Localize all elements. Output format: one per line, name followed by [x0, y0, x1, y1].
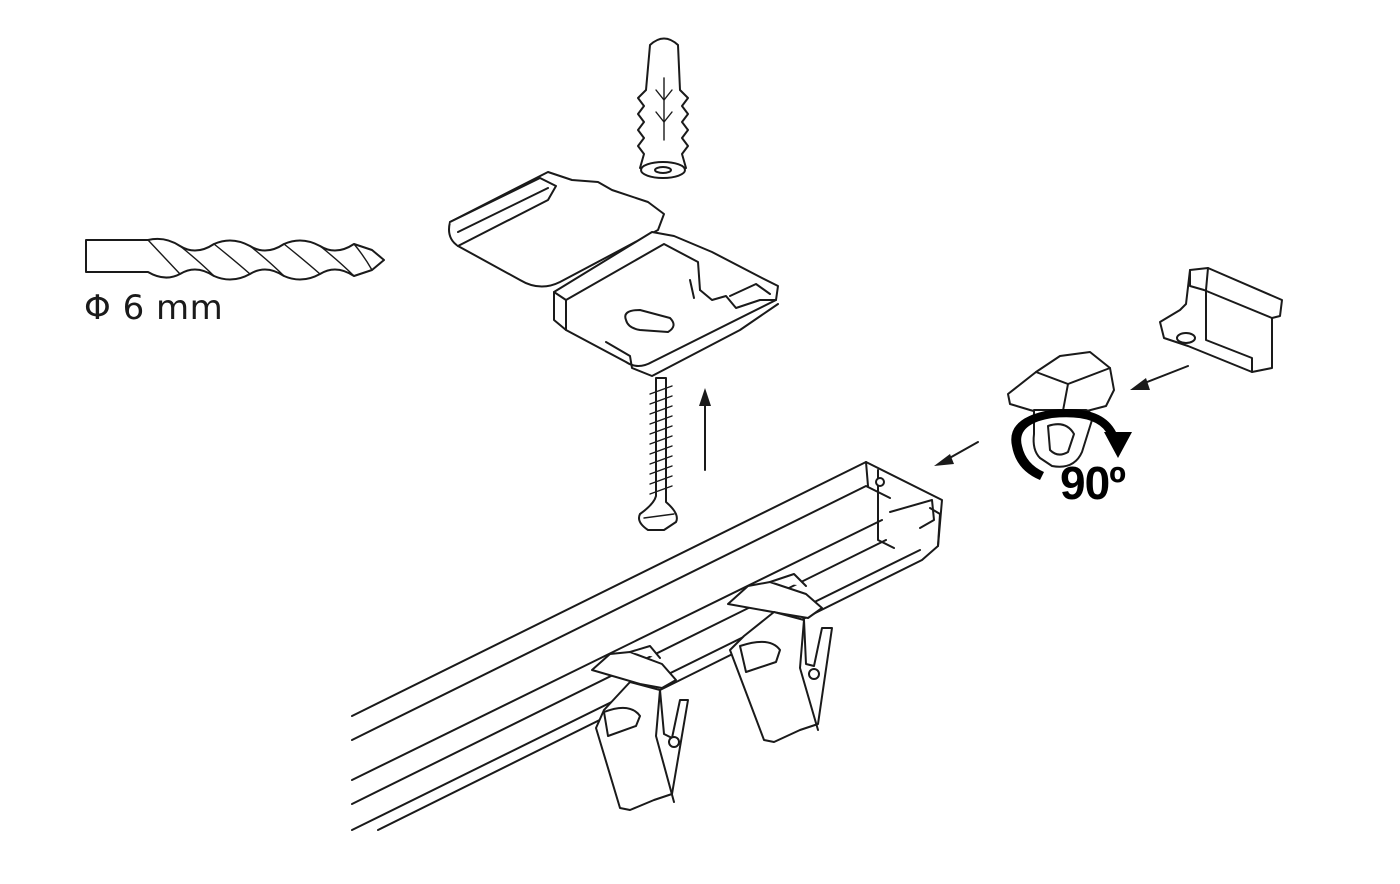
- direction-arrow-icon: [1130, 365, 1189, 390]
- direction-arrow-icon: [934, 441, 979, 466]
- curtain-clip-icon: [591, 645, 689, 811]
- rotation-arrow-icon: [1011, 408, 1132, 480]
- end-cap-icon: [1159, 267, 1283, 373]
- rotation-angle-label: 90º: [1060, 457, 1126, 509]
- wall-plug-icon: [637, 37, 689, 179]
- mounting-bracket-icon: [448, 171, 779, 377]
- drill-bit-icon: [85, 237, 385, 281]
- drill-diameter-label: Φ 6 mm: [84, 288, 224, 328]
- insert-arrow-icon: [699, 388, 711, 471]
- screw-icon: [638, 377, 678, 531]
- curtain-clip-icon: [727, 573, 833, 743]
